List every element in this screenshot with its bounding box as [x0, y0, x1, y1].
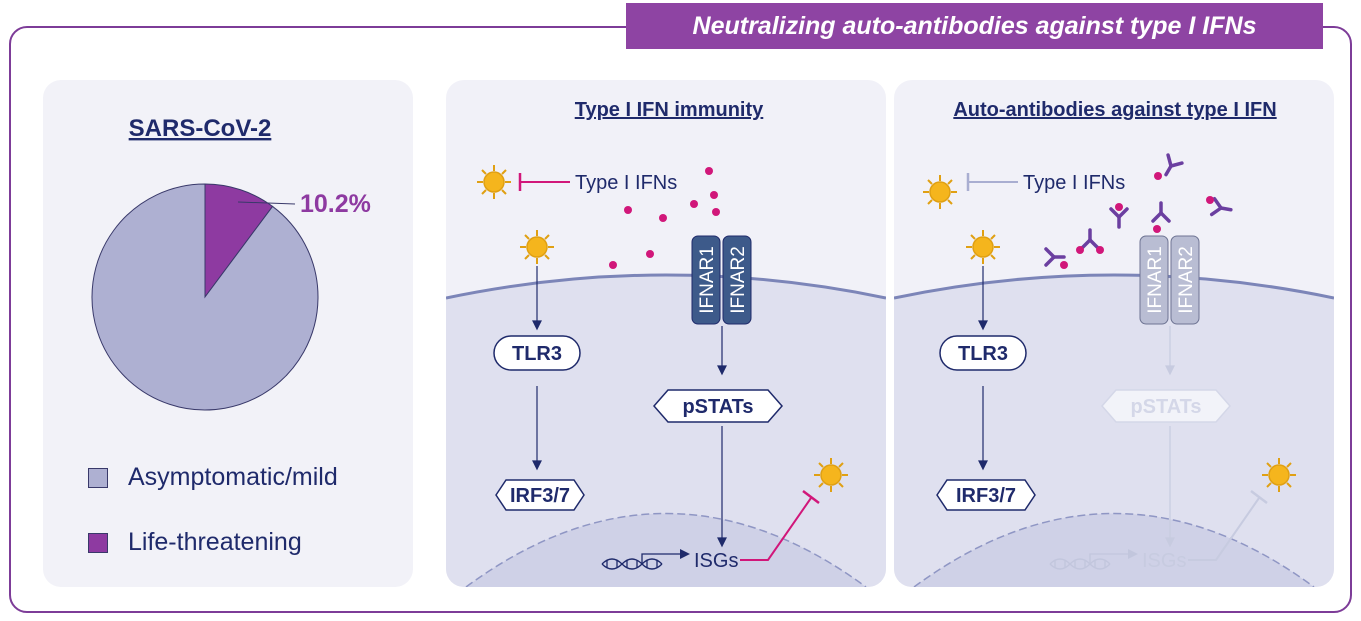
- panel-title: Auto-antibodies against type I IFN: [953, 99, 1276, 121]
- virus-icon: [923, 175, 957, 209]
- dna-icon-faded: [1049, 553, 1130, 570]
- banner-title: Neutralizing auto-antibodies against typ…: [626, 3, 1323, 49]
- ifnar1-label: IFNAR1: [1145, 246, 1166, 314]
- legend-item-life-threatening: Life-threatening: [88, 528, 302, 557]
- virus-icon: [477, 165, 511, 199]
- ifn-immunity-diagram: Type I IFN immunity Type I IFNs: [446, 99, 886, 587]
- isg-inhibit-bar-faded: [1250, 490, 1268, 504]
- ifnar1-receptor-faded: [1139, 235, 1169, 325]
- ifns-label: Type I IFNs: [1023, 172, 1125, 194]
- pie-data-label: 10.2%: [300, 190, 371, 218]
- sars-cov-2-panel: SARS-CoV-2 10.2%: [43, 80, 413, 587]
- ifnar1-receptor: [691, 235, 721, 325]
- pstats-label: pSTATs: [682, 396, 753, 418]
- isg-inhibit-line: [740, 497, 812, 561]
- pie-slice-life-threatening: [204, 183, 274, 299]
- auto-antibodies-panel: Auto-antibodies against type I IFN Type …: [894, 80, 1334, 587]
- pie-label-leader: [237, 201, 296, 205]
- pstats-label: pSTATs: [1130, 396, 1201, 418]
- irf-label: IRF3/7: [956, 485, 1016, 507]
- virus-icon: [966, 230, 1000, 264]
- pie-chart: SARS-CoV-2 10.2%: [91, 115, 371, 411]
- pstats-node: [653, 389, 783, 423]
- legend-item-asymptomatic: Asymptomatic/mild: [88, 463, 338, 492]
- signal-arrows: [532, 266, 727, 548]
- ifn-molecules: [609, 167, 720, 269]
- transcription-arrow-icon: [680, 549, 690, 559]
- legend-label-life-threatening: Life-threatening: [128, 528, 302, 556]
- isg-inhibit-bar: [802, 490, 820, 504]
- virus-icon: [520, 230, 554, 264]
- type-i-ifn-immunity-panel: Type I IFN immunity Type I IFNs: [446, 80, 886, 587]
- ifnar1-label: IFNAR1: [697, 246, 718, 314]
- irf-node: [936, 479, 1036, 511]
- isgs-label: ISGs: [694, 550, 738, 572]
- isgs-label: ISGs: [1142, 550, 1186, 572]
- pie-slice-asymptomatic-mild: [91, 183, 319, 411]
- nuclear-envelope: [465, 512, 867, 587]
- tlr3-label: TLR3: [512, 343, 562, 365]
- auto-antibody-diagram: Auto-antibodies against type I IFN Type …: [894, 99, 1334, 587]
- isg-inhibit-line-faded: [1188, 497, 1260, 561]
- irf-label: IRF3/7: [510, 485, 570, 507]
- cell-membrane: [446, 273, 886, 300]
- antibody-icons: [1044, 153, 1233, 269]
- tlr3-node: [493, 335, 581, 371]
- tlr3-label: TLR3: [958, 343, 1008, 365]
- panel-title: Type I IFN immunity: [575, 99, 764, 121]
- legend-label-asymptomatic: Asymptomatic/mild: [128, 463, 338, 491]
- ifns-label: Type I IFNs: [575, 172, 677, 194]
- nuclear-envelope: [913, 512, 1315, 587]
- dna-icon: [601, 553, 682, 570]
- irf-node: [495, 479, 585, 511]
- chart-title: SARS-CoV-2: [129, 115, 272, 142]
- ifnar2-receptor-faded: [1170, 235, 1200, 325]
- virus-icon: [814, 458, 848, 492]
- legend-swatch-life-threatening: [88, 532, 108, 553]
- pstats-node-faded: [1101, 389, 1231, 423]
- ifnar2-label: IFNAR2: [1176, 246, 1197, 314]
- cell-membrane: [894, 273, 1334, 300]
- tlr3-node: [939, 335, 1027, 371]
- signal-arrows: [978, 266, 988, 471]
- ifnar2-receptor: [722, 235, 752, 325]
- blocked-arrows: [1165, 326, 1175, 548]
- legend-swatch-asymptomatic: [88, 467, 108, 488]
- transcription-arrow-icon: [1128, 549, 1138, 559]
- ifnar2-label: IFNAR2: [728, 246, 749, 314]
- virus-icon: [1262, 458, 1296, 492]
